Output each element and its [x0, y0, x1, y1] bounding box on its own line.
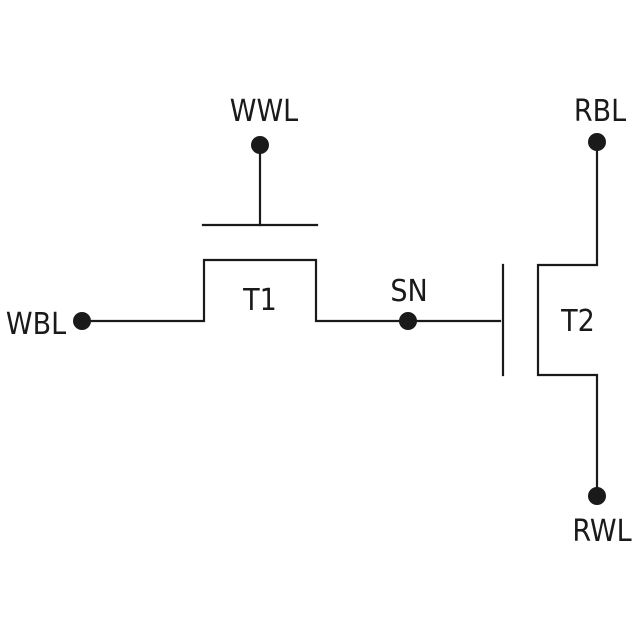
- t1-channel-wire: [82, 260, 500, 321]
- wbl-node: [73, 312, 91, 330]
- rbl-label: RBL: [574, 94, 626, 129]
- t1-label: T1: [242, 283, 277, 318]
- wbl-label: WBL: [6, 307, 66, 342]
- wwl-node: [251, 136, 269, 154]
- sn-node: [399, 312, 417, 330]
- sn-label: SN: [390, 274, 427, 309]
- rbl-node: [588, 133, 606, 151]
- t2-label: T2: [560, 304, 595, 339]
- rwl-node: [588, 487, 606, 505]
- wwl-label: WWL: [230, 94, 298, 129]
- rwl-label: RWL: [572, 514, 631, 549]
